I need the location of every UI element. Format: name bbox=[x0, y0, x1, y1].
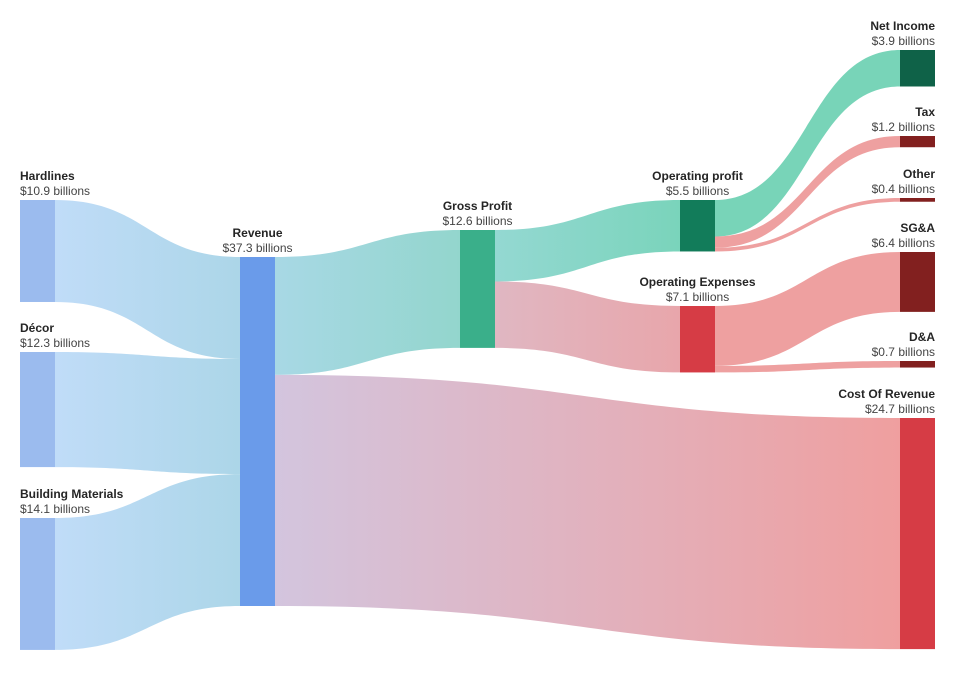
node-value-other: $0.4 billions bbox=[872, 182, 935, 196]
node-name-opex: Operating Expenses bbox=[639, 275, 755, 289]
node-name-cor: Cost Of Revenue bbox=[838, 387, 935, 401]
node-gross[interactable] bbox=[460, 230, 495, 348]
node-name-hardlines: Hardlines bbox=[20, 169, 75, 183]
node-value-opprofit: $5.5 billions bbox=[666, 184, 729, 198]
node-name-sga: SG&A bbox=[900, 221, 935, 235]
node-value-cor: $24.7 billions bbox=[865, 402, 935, 416]
node-building[interactable] bbox=[20, 518, 55, 650]
link-opprofit-to-tax[interactable] bbox=[715, 136, 900, 248]
node-opprofit[interactable] bbox=[680, 200, 715, 252]
node-value-gross: $12.6 billions bbox=[442, 214, 512, 228]
node-sga[interactable] bbox=[900, 252, 935, 312]
link-building-to-revenue[interactable] bbox=[55, 474, 240, 650]
node-name-decor: Décor bbox=[20, 321, 54, 335]
link-hardlines-to-revenue[interactable] bbox=[55, 200, 240, 359]
node-name-revenue: Revenue bbox=[232, 226, 282, 240]
node-netincome[interactable] bbox=[900, 50, 935, 87]
node-value-revenue: $37.3 billions bbox=[222, 241, 292, 255]
link-opex-to-sga[interactable] bbox=[715, 252, 900, 366]
node-cor[interactable] bbox=[900, 418, 935, 650]
node-decor[interactable] bbox=[20, 352, 55, 468]
node-value-tax: $1.2 billions bbox=[872, 120, 935, 134]
link-opprofit-to-other[interactable] bbox=[715, 198, 900, 252]
node-tax[interactable] bbox=[900, 136, 935, 148]
link-revenue-to-gross[interactable] bbox=[275, 230, 460, 375]
node-name-tax: Tax bbox=[915, 105, 935, 119]
link-gross-to-opprofit[interactable] bbox=[495, 200, 680, 282]
node-value-decor: $12.3 billions bbox=[20, 336, 90, 350]
link-opex-to-da[interactable] bbox=[715, 361, 900, 373]
node-name-building: Building Materials bbox=[20, 487, 124, 501]
link-gross-to-opex[interactable] bbox=[495, 281, 680, 373]
node-value-sga: $6.4 billions bbox=[872, 236, 935, 250]
node-value-da: $0.7 billions bbox=[872, 345, 935, 359]
nodes-layer bbox=[20, 50, 935, 650]
node-hardlines[interactable] bbox=[20, 200, 55, 302]
node-value-building: $14.1 billions bbox=[20, 502, 90, 516]
node-name-opprofit: Operating profit bbox=[652, 169, 743, 183]
node-name-other: Other bbox=[903, 167, 935, 181]
node-value-netincome: $3.9 billions bbox=[872, 34, 935, 48]
node-revenue[interactable] bbox=[240, 257, 275, 606]
node-da[interactable] bbox=[900, 361, 935, 368]
link-decor-to-revenue[interactable] bbox=[55, 352, 240, 475]
node-name-gross: Gross Profit bbox=[443, 199, 512, 213]
node-name-da: D&A bbox=[909, 330, 935, 344]
node-name-netincome: Net Income bbox=[870, 19, 935, 33]
node-other[interactable] bbox=[900, 198, 935, 202]
link-revenue-to-cor[interactable] bbox=[275, 374, 900, 650]
node-value-opex: $7.1 billions bbox=[666, 290, 729, 304]
node-opex[interactable] bbox=[680, 306, 715, 373]
node-value-hardlines: $10.9 billions bbox=[20, 184, 90, 198]
links-layer bbox=[55, 50, 900, 650]
link-opprofit-to-netincome[interactable] bbox=[715, 50, 900, 237]
